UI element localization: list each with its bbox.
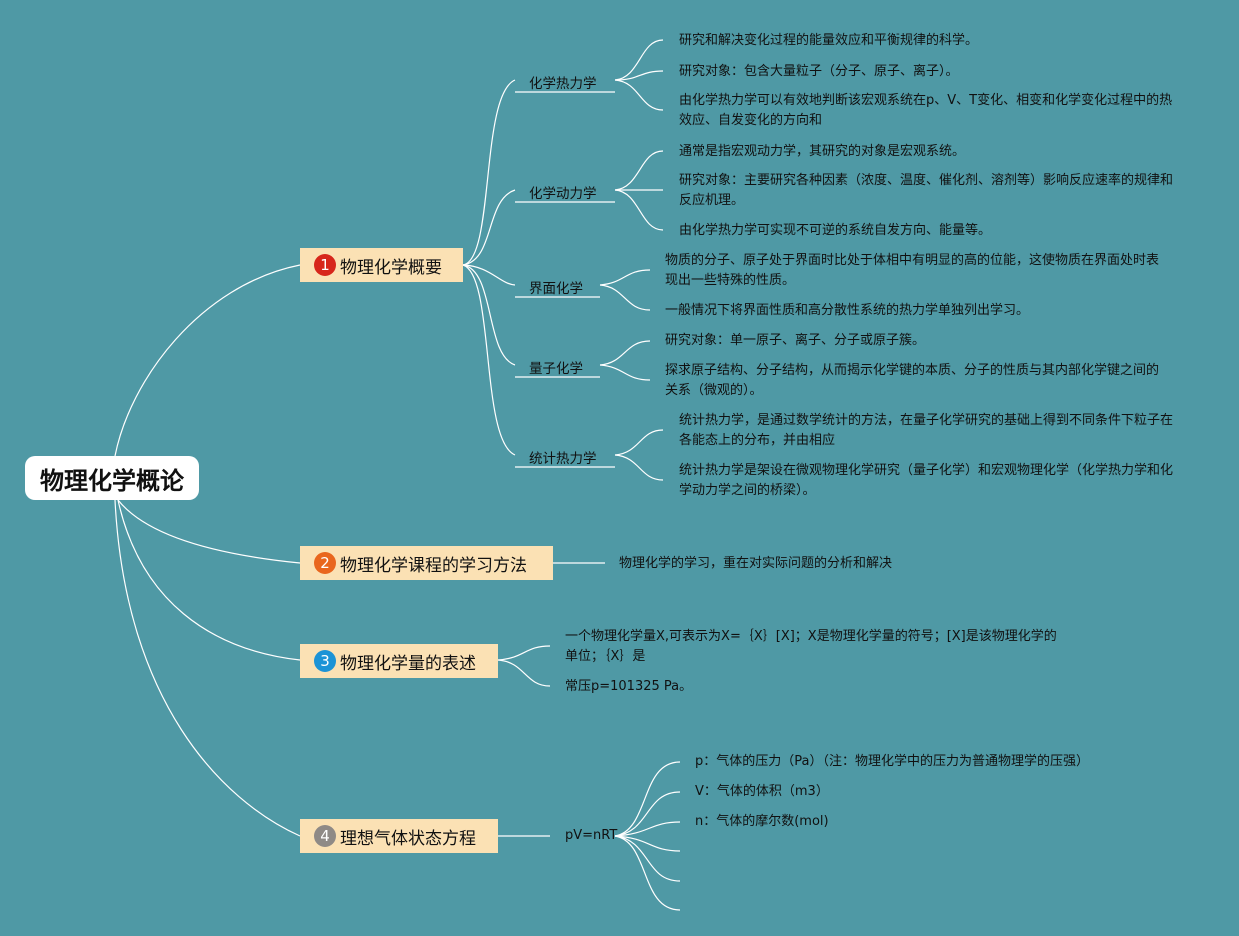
link-s5-l2: [614, 454, 664, 481]
link-t1-sub1: [462, 79, 516, 266]
link-s1-l2: [614, 70, 664, 81]
topic-label: 物理化学概要: [340, 257, 442, 278]
link-t4-l3: [614, 821, 681, 837]
leaf-text[interactable]: 研究对象：包含大量粒子（分子、原子、离子）。: [679, 64, 959, 79]
number-badge-2: 2: [314, 552, 336, 574]
link-s1-l1: [614, 39, 664, 81]
link-s4-l1: [599, 340, 651, 366]
link-s5-l1: [614, 429, 664, 456]
leaf-text[interactable]: 由化学热力学可以有效地判断该宏观系统在p、V、T变化、相变和化学变化过程中的热效…: [679, 93, 1173, 128]
link-t1-sub3: [462, 264, 516, 286]
leaf-text[interactable]: 常压p=101325 Pa。: [565, 679, 693, 694]
topic-4[interactable]: 4 理想气体状态方程: [300, 819, 498, 853]
leaf-text[interactable]: 物理化学的学习，重在对实际问题的分析和解决: [619, 556, 893, 571]
link-t3-l1: [497, 645, 551, 661]
link-t1-sub5: [462, 264, 516, 456]
leaf-text[interactable]: 研究对象：主要研究各种因素（浓度、温度、催化剂、溶剂等）影响反应速率的规律和反应…: [679, 173, 1174, 208]
number-badge-3: 3: [314, 650, 336, 672]
leaf-text[interactable]: 统计热力学是架设在微观物理化学研究（量子化学）和宏观物理化学（化学热力学和化学动…: [679, 463, 1174, 498]
link-t1-sub2: [462, 189, 516, 266]
topic-1[interactable]: 1 物理化学概要: [300, 248, 463, 282]
link-t4-l4: [614, 835, 681, 852]
leaf-text[interactable]: p：气体的压力（Pa）（注：物理化学中的压力为普通物理学的压强）: [695, 754, 1089, 769]
link-t4-l6: [614, 835, 681, 911]
link-s3-l1: [599, 269, 651, 286]
link-root-topic3: [117, 499, 301, 661]
link-s2-l3: [614, 189, 664, 231]
leaf-text[interactable]: 由化学热力学可实现不可逆的系统自发方向、能量等。: [679, 223, 992, 238]
topic-2[interactable]: 2 物理化学课程的学习方法: [300, 546, 553, 580]
topic-label: 物理化学量的表述: [340, 653, 476, 674]
number-badge-1: 1: [314, 254, 336, 276]
topic-3[interactable]: 3 物理化学量的表述: [300, 644, 498, 678]
leaf-text[interactable]: 研究和解决变化过程的能量效应和平衡规律的科学。: [679, 33, 979, 48]
leaf-text[interactable]: 一般情况下将界面性质和高分散性系统的热力学单独列出学习。: [665, 303, 1030, 318]
leaf-text[interactable]: 物质的分子、原子处于界面时比处于体相中有明显的高的位能，这使物质在界面处时表现出…: [665, 253, 1160, 288]
number-badge-4: 4: [314, 825, 336, 847]
leaf-text[interactable]: 研究对象：单一原子、离子、分子或原子簇。: [665, 333, 926, 348]
subtopic-quantum-chemistry[interactable]: 量子化学: [529, 361, 583, 377]
link-s4-l2: [599, 364, 651, 381]
link-t3-l2: [497, 659, 551, 687]
subtopic-ideal-gas-equation[interactable]: pV=nRT: [565, 828, 618, 843]
subtopic-chemical-kinetics[interactable]: 化学动力学: [529, 186, 597, 202]
topic-label: 物理化学课程的学习方法: [340, 555, 527, 576]
subtopic-chemical-thermodynamics[interactable]: 化学热力学: [529, 76, 597, 92]
root-label: 物理化学概论: [40, 466, 184, 495]
link-t1-sub4: [462, 264, 516, 366]
link-t4-l5: [614, 835, 681, 882]
leaf-text[interactable]: n：气体的摩尔数(mol): [695, 814, 829, 829]
leaf-text[interactable]: 通常是指宏观动力学，其研究的对象是宏观系统。: [679, 144, 966, 159]
link-root-topic1: [114, 264, 301, 457]
link-s1-l3: [614, 79, 664, 111]
leaf-text[interactable]: 一个物理化学量X,可表示为X=｛X｝[X]；X是物理化学量的符号；[X]是该物理…: [565, 629, 1057, 664]
subtopic-statistical-thermodynamics[interactable]: 统计热力学: [529, 451, 597, 467]
root-node[interactable]: 物理化学概论: [25, 456, 199, 500]
link-s2-l1: [614, 150, 664, 191]
leaf-text[interactable]: 统计热力学，是通过数学统计的方法，在量子化学研究的基础上得到不同条件下粒子在各能…: [679, 413, 1174, 448]
link-root-topic2: [117, 499, 301, 564]
link-t4-l1: [614, 761, 681, 837]
topic-label: 理想气体状态方程: [340, 828, 476, 849]
subtopic-interface-chemistry[interactable]: 界面化学: [529, 281, 583, 297]
leaf-text[interactable]: V：气体的体积（m3）: [695, 784, 829, 799]
link-s3-l2: [599, 284, 651, 311]
leaf-text[interactable]: 探求原子结构、分子结构，从而揭示化学键的本质、分子的性质与其内部化学键之间的关系…: [665, 363, 1160, 398]
link-root-topic4: [114, 499, 301, 837]
link-t4-l2: [614, 791, 681, 837]
